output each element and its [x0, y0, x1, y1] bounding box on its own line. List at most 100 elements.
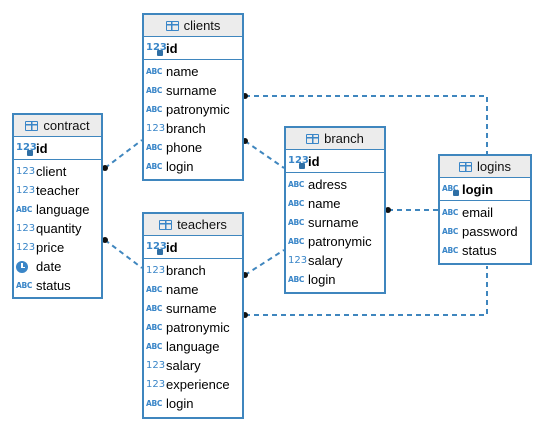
text-icon: ABC — [442, 207, 459, 217]
column-name: id — [308, 153, 320, 169]
number-icon: 123 — [16, 241, 36, 253]
relation-teachers-logins — [245, 266, 488, 316]
number-icon: 123 — [146, 264, 166, 276]
table-icon — [306, 133, 320, 144]
column-name: id — [36, 140, 48, 156]
column-name: login — [166, 159, 194, 174]
relation-clients-branch — [244, 140, 285, 169]
table-icon — [159, 219, 173, 230]
column-name: salary — [308, 253, 343, 268]
column-name: patronymic — [308, 234, 372, 249]
text-icon: ABC — [288, 236, 305, 246]
text-icon: ABC — [146, 85, 163, 95]
text-icon: ABC — [288, 179, 305, 189]
number-key-icon: 123 — [288, 155, 309, 169]
relation-teachers-branch — [244, 249, 285, 276]
table-title: teachers — [177, 217, 227, 232]
number-icon: 123 — [16, 165, 36, 177]
number-icon: 123 — [146, 122, 166, 134]
column-name: login — [308, 272, 336, 287]
text-icon: ABC — [146, 104, 163, 114]
text-icon: ABC — [146, 66, 163, 76]
table-icon — [25, 120, 39, 131]
table-title: clients — [183, 18, 221, 33]
relation-contract-teachers — [104, 239, 143, 269]
table-icon — [165, 20, 179, 31]
table-header[interactable]: branch — [286, 128, 384, 150]
relation-contract-clients — [104, 139, 143, 169]
clock-icon — [16, 260, 28, 273]
number-key-icon: 123 — [146, 241, 167, 255]
column-name: language — [166, 339, 220, 354]
table-header[interactable]: clients — [144, 15, 242, 37]
number-icon: 123 — [16, 184, 36, 196]
column-name: branch — [166, 263, 206, 278]
table-icon — [459, 161, 473, 172]
text-icon: ABC — [146, 341, 163, 351]
column-name: login — [166, 396, 194, 411]
column-name: client — [36, 164, 67, 179]
column-name: patronymic — [166, 102, 230, 117]
text-icon: ABC — [146, 322, 163, 332]
text-icon: ABC — [16, 204, 33, 214]
relation-clients-logins — [245, 95, 488, 154]
table-header[interactable]: contract — [14, 115, 101, 137]
column-row[interactable]: date — [14, 257, 101, 276]
column-name: date — [36, 259, 62, 274]
column-name: surname — [166, 301, 217, 316]
column-name: teacher — [36, 183, 80, 198]
text-icon: ABC — [442, 245, 459, 255]
column-name: status — [462, 243, 497, 258]
column-name: status — [36, 278, 71, 293]
table-header[interactable]: logins — [440, 156, 530, 178]
table-title: logins — [477, 159, 511, 174]
column-name: patronymic — [166, 320, 230, 335]
column-name: name — [308, 196, 341, 211]
text-icon: ABC — [146, 398, 163, 408]
table-header[interactable]: teachers — [144, 214, 242, 236]
column-name: branch — [166, 121, 206, 136]
column-name: login — [462, 181, 494, 197]
column-name: id — [166, 239, 178, 255]
